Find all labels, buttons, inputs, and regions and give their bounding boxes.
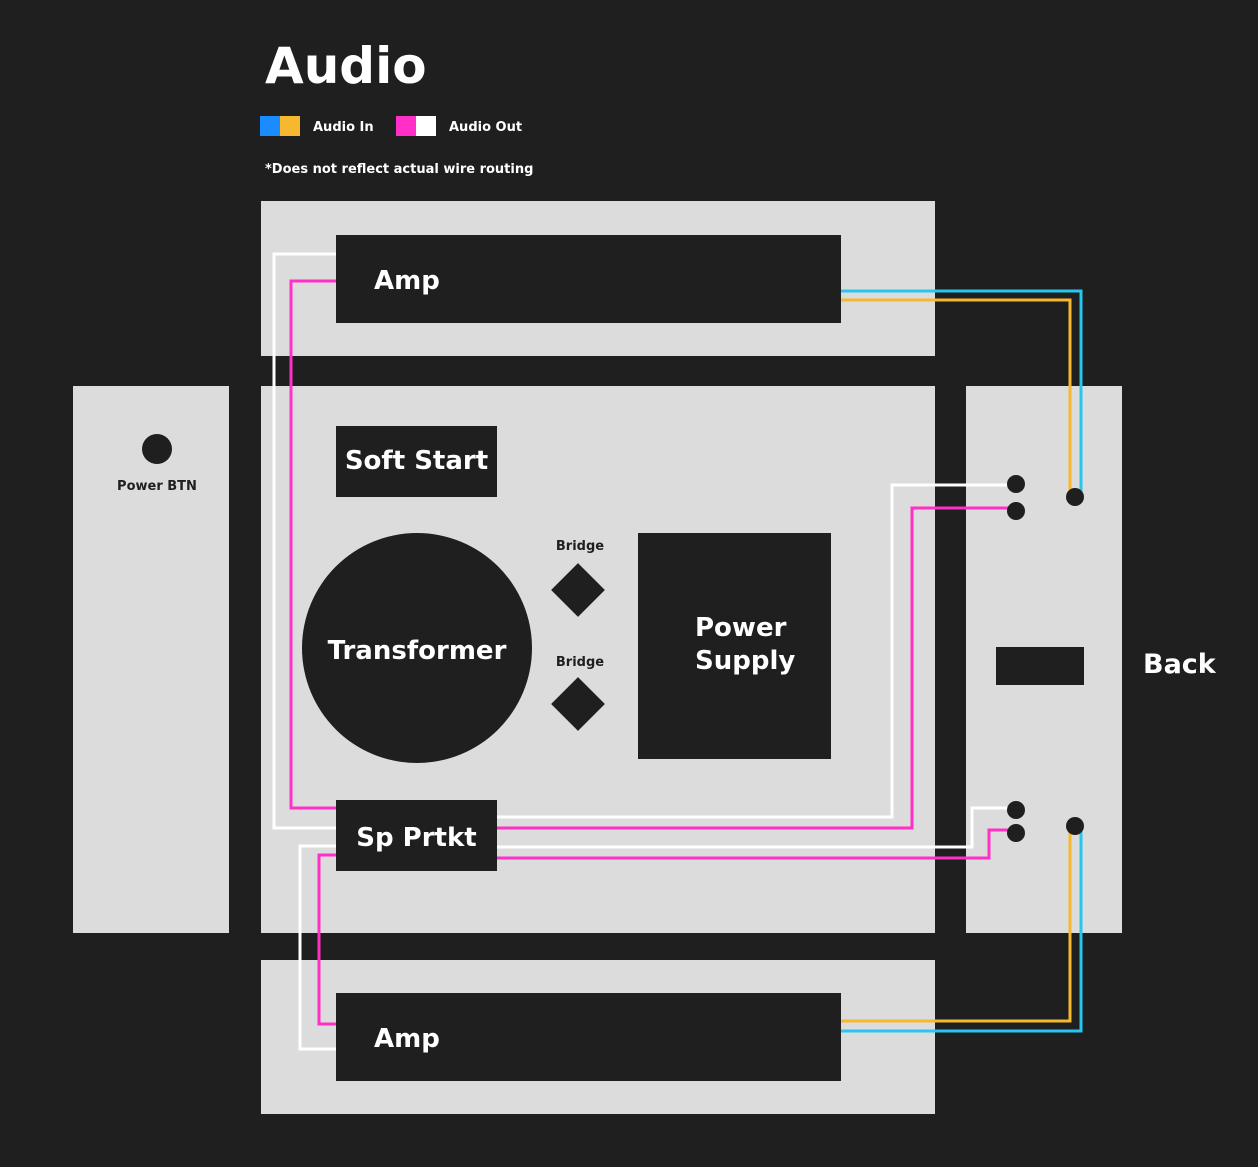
page-title: Audio [265,37,427,95]
power-button-label: Power BTN [117,479,197,494]
transformer-shape [302,533,532,763]
wire-top-amp-out-magenta [289,279,336,810]
amp-bottom-block [336,993,841,1081]
power-supply-label-line1: Power [695,613,787,643]
power-inlet [996,647,1084,685]
bridge-top-label: Bridge [556,539,604,554]
wire-bottom-amp-out-magenta [317,853,336,1026]
wire-sp-to-back-top-magenta [496,506,1016,830]
amp-top-block [336,235,841,323]
front-panel [73,386,229,933]
wire-bottom-amp-in-orange [841,826,1072,1023]
speaker-terminal-bottom-2 [1007,824,1025,842]
legend-audio-out-swatch-magenta [396,116,416,136]
routing-note: *Does not reflect actual wire routing [265,162,533,177]
wire-top-amp-in-cyan [841,289,1083,497]
audio-input-jack-bottom [1066,817,1084,835]
wire-top-amp-out-white [272,252,336,830]
power-supply-block [638,533,831,759]
legend-audio-out-label: Audio Out [449,120,522,135]
speaker-terminal-top-1 [1007,475,1025,493]
audio-input-jack-top [1066,488,1084,506]
wire-sp-to-back-bottom-white [496,806,1016,849]
back-label: Back [1143,649,1217,680]
wire-sp-to-back-bottom-magenta [496,828,1016,860]
legend-audio-in-swatch-blue [260,116,280,136]
amp-bottom-label: Amp [374,1024,440,1054]
legend: Audio In Audio Out [260,116,522,136]
wire-bottom-amp-out-white [298,844,336,1051]
legend-audio-in-swatch-orange [280,116,300,136]
transformer-label: Transformer [328,636,507,666]
speaker-protect-block [336,800,497,871]
speaker-terminal-bottom-1 [1007,801,1025,819]
soft-start-label: Soft Start [345,446,488,476]
bridge-bottom-label: Bridge [556,655,604,670]
power-button-icon [142,434,172,464]
soft-start-block [336,426,497,497]
speaker-protect-label: Sp Prtkt [356,823,476,853]
legend-audio-in-label: Audio In [313,120,374,135]
wires [272,252,1083,1051]
power-supply-label-line2: Supply [695,646,795,676]
speaker-terminal-top-2 [1007,502,1025,520]
legend-audio-out-swatch-white [416,116,436,136]
wire-sp-to-back-top-white [496,483,1016,819]
wire-bottom-amp-in-cyan [841,826,1083,1033]
amp-top-label: Amp [374,266,440,296]
wire-top-amp-in-orange [841,298,1072,497]
